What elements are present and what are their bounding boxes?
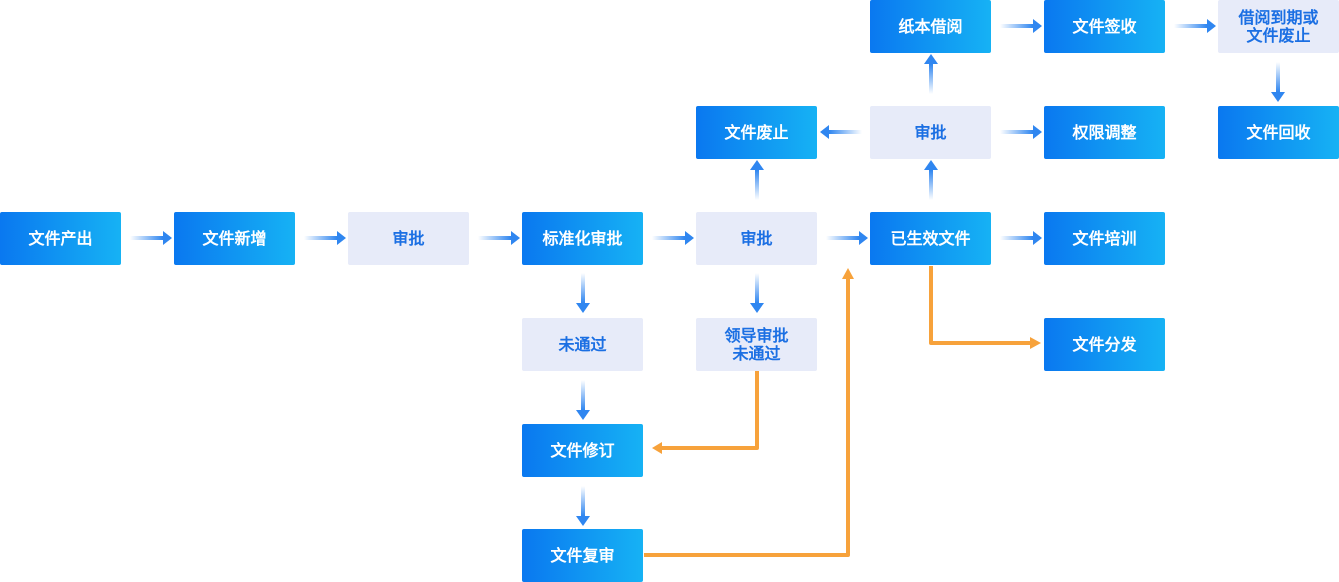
arrow-effective-to-approval3: [924, 160, 938, 200]
arrow-paper-to-sign: [1000, 19, 1042, 33]
node-effective-file: 已生效文件: [870, 212, 991, 265]
node-approval-2: 审批: [696, 212, 817, 265]
node-file-add: 文件新增: [174, 212, 295, 265]
arrow-leader-to-revision: [652, 370, 759, 454]
node-paper-borrow-label: 纸本借阅: [898, 16, 963, 36]
arrow-standard-to-approval2: [652, 231, 694, 245]
node-file-abolish: 文件废止: [696, 106, 817, 159]
arrow-add-to-approval1: [304, 231, 346, 245]
arrow-notpassed-to-revision: [576, 380, 590, 420]
node-approval-2-label: 审批: [740, 228, 773, 248]
arrow-expire-to-recycle: [1271, 62, 1285, 102]
node-file-recycle: 文件回收: [1218, 106, 1339, 159]
node-file-distribution: 文件分发: [1044, 318, 1165, 371]
arrow-approval3-to-permission: [1000, 125, 1042, 139]
node-file-abolish-label: 文件废止: [724, 122, 789, 142]
arrow-approval2-to-effective: [826, 231, 868, 245]
node-file-output: 文件产出: [0, 212, 121, 265]
arrow-approval3-to-paper: [924, 54, 938, 94]
node-file-sign: 文件签收: [1044, 0, 1165, 53]
arrow-approval1-to-standard: [478, 231, 520, 245]
node-permission-adjust-label: 权限调整: [1072, 122, 1137, 142]
node-permission-adjust: 权限调整: [1044, 106, 1165, 159]
node-file-review-label: 文件复审: [550, 545, 615, 565]
node-approval-3: 审批: [870, 106, 991, 159]
arrow-effective-to-training: [1000, 231, 1042, 245]
arrow-approval3-to-abolish: [820, 125, 862, 139]
node-file-training-label: 文件培训: [1072, 228, 1137, 248]
node-not-passed: 未通过: [522, 318, 643, 371]
node-paper-borrow: 纸本借阅: [870, 0, 991, 53]
node-file-training: 文件培训: [1044, 212, 1165, 265]
node-approval-1-label: 审批: [392, 228, 425, 248]
arrow-approval2-to-leader: [750, 273, 764, 313]
node-borrow-expire-label: 借阅到期或 文件废止: [1238, 7, 1319, 45]
arrow-standard-to-notpassed: [576, 273, 590, 313]
arrow-output-to-add: [130, 231, 172, 245]
node-file-output-label: 文件产出: [28, 228, 93, 248]
arrow-review-to-effective: [644, 268, 854, 557]
node-effective-file-label: 已生效文件: [890, 228, 971, 248]
node-borrow-expire: 借阅到期或 文件废止: [1218, 0, 1339, 53]
arrow-sign-to-expire: [1174, 19, 1216, 33]
node-file-add-label: 文件新增: [202, 228, 267, 248]
node-leader-not-passed-label: 领导审批 未通过: [724, 325, 789, 363]
node-file-sign-label: 文件签收: [1072, 16, 1137, 36]
node-standard-approval: 标准化审批: [522, 212, 643, 265]
node-leader-not-passed: 领导审批 未通过: [696, 318, 817, 371]
arrow-approval2-to-abolish: [750, 160, 764, 200]
node-standard-approval-label: 标准化审批: [542, 228, 623, 248]
arrow-effective-to-distribution: [929, 266, 1041, 349]
node-approval-1: 审批: [348, 212, 469, 265]
node-file-revision-label: 文件修订: [550, 440, 615, 460]
node-approval-3-label: 审批: [914, 122, 947, 142]
node-not-passed-label: 未通过: [558, 334, 607, 354]
arrow-revision-to-review: [576, 486, 590, 526]
node-file-distribution-label: 文件分发: [1072, 334, 1137, 354]
node-file-recycle-label: 文件回收: [1246, 122, 1311, 142]
node-file-revision: 文件修订: [522, 424, 643, 477]
node-file-review: 文件复审: [522, 529, 643, 582]
